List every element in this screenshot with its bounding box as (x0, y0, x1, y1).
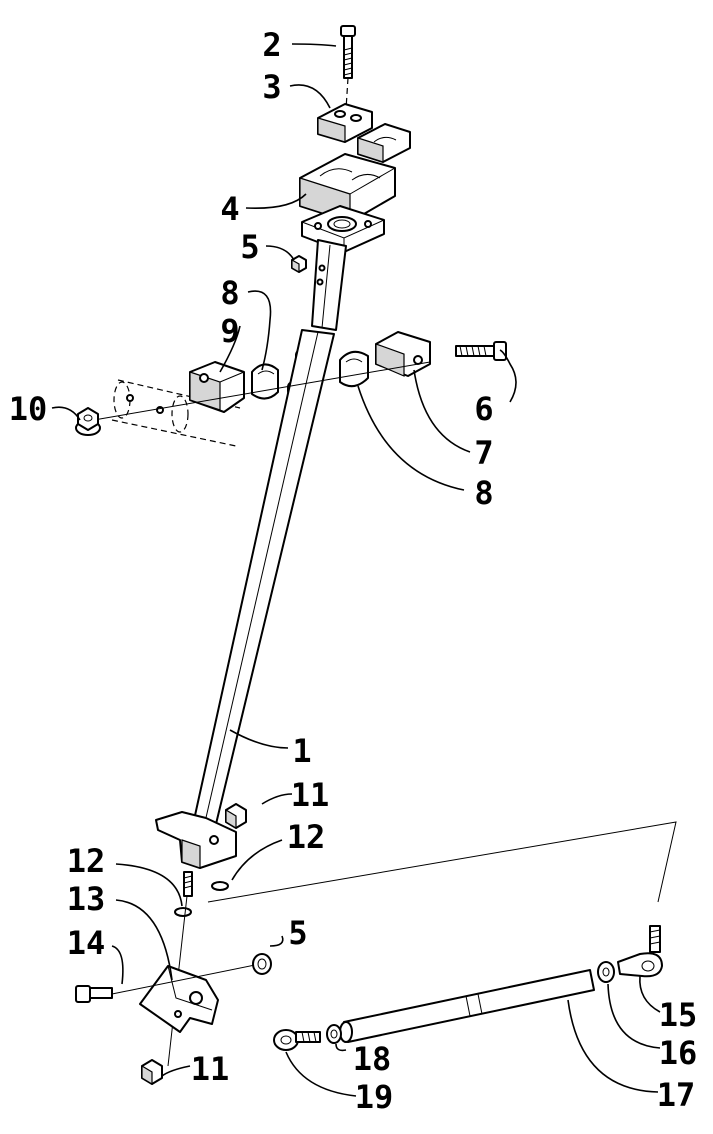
part-post-lower-bracket (155, 811, 237, 869)
part-stud (183, 871, 193, 897)
part-tie-rod-end-left (273, 1029, 321, 1051)
part-handlebar-left (111, 379, 241, 447)
axis-line-bracket (111, 963, 261, 995)
part-nut-upper (291, 255, 307, 274)
callout-12-right: 12 (287, 818, 326, 856)
callout-2: 2 (262, 26, 281, 64)
callout-13: 13 (67, 880, 106, 918)
callout-15: 15 (659, 996, 698, 1034)
part-jam-nut-right (597, 961, 615, 983)
part-tie-rod (339, 969, 595, 1043)
part-bearing-bracket (139, 965, 219, 1033)
part-washer-left (174, 907, 192, 917)
part-bolt-lower-left (75, 985, 113, 1003)
part-washer-right (211, 881, 229, 891)
part-nut-bracket (225, 803, 247, 830)
part-handlebar-clamp-left (189, 361, 245, 413)
part-half-ring-right (339, 350, 369, 388)
callout-7: 7 (474, 434, 493, 472)
part-handlebar-clamp-right (375, 331, 431, 377)
callout-11-lower: 11 (191, 1050, 230, 1088)
callout-12-left: 12 (67, 842, 106, 880)
reference-line-tie-rod (207, 821, 677, 903)
callout-8-upper: 8 (220, 274, 239, 312)
callout-1: 1 (292, 732, 311, 770)
part-bolt-right (455, 341, 507, 361)
part-upper-cap-left (317, 103, 373, 143)
callout-labels: 2 3 4 5 8 9 10 6 7 8 1 11 12 12 13 14 5 … (9, 26, 698, 1116)
axis-line-top (344, 77, 349, 126)
part-jam-nut-left (326, 1024, 342, 1044)
callout-18: 18 (353, 1040, 392, 1078)
part-flange-nut (75, 407, 101, 436)
callout-19: 19 (355, 1078, 394, 1116)
callout-4: 4 (220, 190, 239, 228)
callout-5-lower: 5 (288, 914, 307, 952)
part-upper-cap-right (357, 123, 411, 163)
callout-6: 6 (474, 390, 493, 428)
callout-16: 16 (659, 1034, 698, 1072)
part-tie-rod-end-right (617, 925, 663, 978)
callout-10: 10 (9, 390, 48, 428)
callout-3: 3 (262, 68, 281, 106)
part-steering-post-upper (311, 239, 347, 331)
callout-17: 17 (657, 1076, 696, 1114)
callout-9: 9 (220, 312, 239, 350)
part-bolt-top (340, 25, 356, 79)
part-nut-bottom (141, 1059, 163, 1086)
callout-8-lower: 8 (474, 474, 493, 512)
callout-11-upper: 11 (291, 776, 330, 814)
part-nut-lower (252, 953, 272, 975)
part-half-ring-left (251, 363, 279, 400)
axis-line-handlebar (93, 361, 431, 421)
leader-lines (51, 43, 661, 1097)
callout-5-upper: 5 (240, 228, 259, 266)
callout-14: 14 (67, 924, 106, 962)
